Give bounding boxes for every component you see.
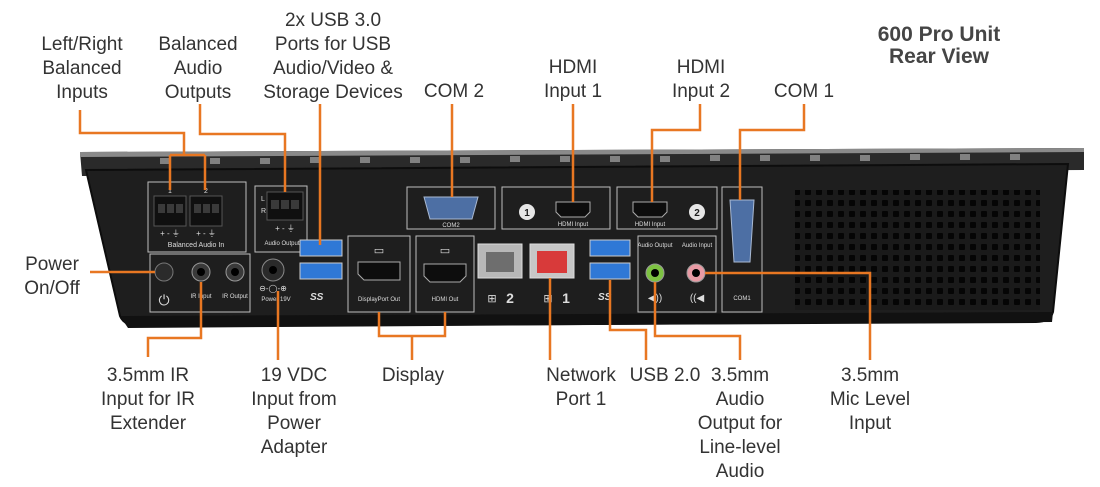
monitor-icon-hdmi: ▭ xyxy=(440,245,450,257)
hdmi-in2-box xyxy=(616,186,718,230)
balanced-out-text: Audio Output xyxy=(264,241,299,247)
displayport-text: DisplayPort Out xyxy=(358,297,400,303)
usb3-port-2 xyxy=(299,262,343,280)
chassis-base xyxy=(120,312,1053,328)
line-ir xyxy=(146,282,203,357)
label-com1: COM 1 xyxy=(773,81,835,102)
audio-output-small-text: Audio Output xyxy=(637,243,672,249)
audio-input-small-text: Audio Input xyxy=(682,243,713,249)
displayport-connector xyxy=(357,261,401,281)
balanced-out-box xyxy=(254,185,308,253)
balanced-ch1: 1 xyxy=(168,188,172,195)
hdmi-in1-box xyxy=(501,186,611,230)
hdmi-in2-number: 2 xyxy=(694,208,700,219)
network-2-icon: ⊞ xyxy=(487,293,496,305)
usb-port-4 xyxy=(589,262,631,280)
top-lid-highlight xyxy=(80,148,1084,157)
usb3-ss-icon: SS xyxy=(310,292,324,303)
callout-lines xyxy=(78,104,872,360)
vent-slots xyxy=(160,154,1020,164)
label-usb2: USB 2.0 xyxy=(629,365,701,386)
network-2-number: 2 xyxy=(506,290,514,306)
network-1-icon: ⊞ xyxy=(543,293,552,305)
line-com1 xyxy=(738,104,806,200)
usb-port-3 xyxy=(589,239,631,257)
diagram-title: 600 Pro Unit Rear View xyxy=(836,24,1042,68)
com2-connector xyxy=(423,196,479,220)
power-19v-text: Power 19V xyxy=(261,297,290,303)
com2-text: COM2 xyxy=(442,223,460,229)
balanced-in-box xyxy=(147,181,247,253)
line-mic xyxy=(705,271,872,360)
mic-icon: ((◀ xyxy=(690,293,705,304)
line-usb2 xyxy=(608,280,648,360)
balanced-audio-in-text: Balanced Audio In xyxy=(168,242,225,249)
line-hdmi2 xyxy=(650,104,702,202)
balanced-out-r: R xyxy=(261,208,266,215)
com1-box xyxy=(721,186,763,313)
title-line-2: Rear View xyxy=(888,45,989,68)
line-balanced-inputs xyxy=(78,110,207,190)
hdmi-in1-text: HDMI Input xyxy=(558,222,589,228)
label-display: Display xyxy=(381,365,445,386)
power-button xyxy=(154,262,174,282)
hdmi-in1-connector xyxy=(555,201,591,218)
com1-connector xyxy=(729,199,755,263)
hdmi-in1-number: 1 xyxy=(524,208,530,219)
balanced-out-l: L xyxy=(261,196,265,203)
line-display xyxy=(377,312,447,360)
vent-grid xyxy=(795,190,1040,310)
title-line-1: 600 Pro Unit xyxy=(877,23,1001,46)
hdmi-out-connector xyxy=(423,263,467,283)
power-symbol-icon: ⏻ xyxy=(158,292,169,308)
monitor-icon-dp: ▭ xyxy=(374,245,384,257)
hdmi-in2-text: HDMI Input xyxy=(635,222,666,228)
line-audio-out xyxy=(653,282,742,360)
hdmi-in2-connector xyxy=(632,201,668,218)
ir-output-text: IR Output xyxy=(222,294,248,300)
line-balanced-outputs xyxy=(198,104,287,192)
hdmi-in2-number-badge xyxy=(689,204,705,220)
com1-text: COM1 xyxy=(733,296,751,302)
balanced-polarity-2: + - ⏚ xyxy=(196,229,216,238)
hdmi-out-text: HDMI Out xyxy=(432,297,459,303)
network-1-number: 1 xyxy=(562,290,570,306)
usb-ss-icon-2: SS xyxy=(598,292,612,303)
label-com2: COM 2 xyxy=(423,81,485,102)
balanced-polarity-1: + - ⏚ xyxy=(160,229,180,238)
balanced-ch2: 2 xyxy=(204,188,208,195)
hdmi-in1-number-badge xyxy=(519,204,535,220)
balanced-out-polarity: + - ⏚ xyxy=(275,224,295,233)
dc-polarity-icon: ⊖-◯-⊕ xyxy=(259,284,287,293)
